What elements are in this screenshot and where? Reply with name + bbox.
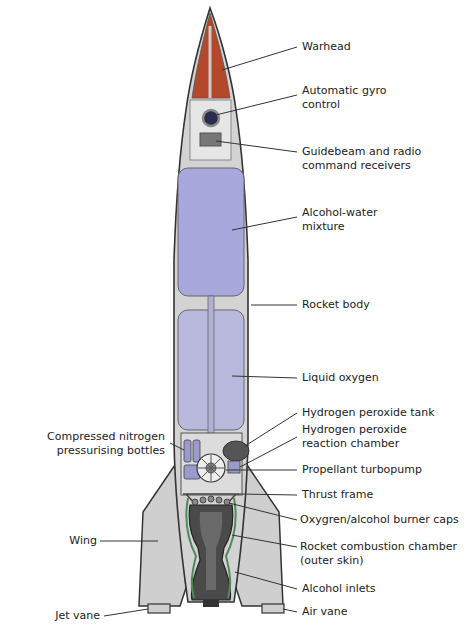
part-label: Rocket combustion chamber (outer skin) [300,540,470,568]
warhead-core [209,26,212,98]
part-label: Thrust frame [302,488,468,502]
part-label: Jet vane [20,609,100,623]
part-label: Guidebeam and radio command receivers [302,145,450,173]
part-label: Air vane [302,605,468,619]
gyro-bay [190,100,231,160]
gyro-symbol [203,110,219,126]
part-label: Wing [5,534,97,548]
leader-lines [100,47,297,616]
chamber-inner [200,512,223,590]
part-label: Hydrogen peroxide tank [302,406,468,420]
rocket-body-shape [174,8,248,602]
burner-caps-shape [192,496,230,505]
part-label: Alcohol-water mixture [302,206,414,234]
jet-vane-shape [148,604,170,613]
turbopump-shape [197,454,225,482]
alcohol-inlet-pipes [186,498,235,598]
nitrogen-bottle [193,440,200,462]
part-label: Propellant turbopump [302,463,468,477]
part-label: Warhead [302,40,467,54]
peroxide-tank-shape [223,441,249,461]
part-label: Alcohol inlets [302,582,468,596]
alcohol-tank [178,168,244,296]
part-label: Compressed nitrogen pressurising bottles [5,430,165,458]
part-label: Automatic gyro control [302,84,424,112]
exhaust-vanes [203,600,219,607]
air-vane-shape [262,604,284,613]
turbopump-spokes [198,455,224,481]
part-label: Oxygren/alcohol burner caps [300,513,470,527]
part-label: Hydrogen peroxide reaction chamber [302,423,434,451]
combustion-chamber-shape [189,505,232,600]
warhead-shape [192,13,230,98]
part-label: Rocket body [302,298,467,312]
part-label: Liquid oxygen [302,371,467,385]
nitrogen-bottle [184,440,191,462]
reaction-chamber-shape [228,461,240,473]
receiver-box [200,133,221,146]
thrust-frame-shape [183,494,239,506]
alcohol-pipe [208,296,214,438]
